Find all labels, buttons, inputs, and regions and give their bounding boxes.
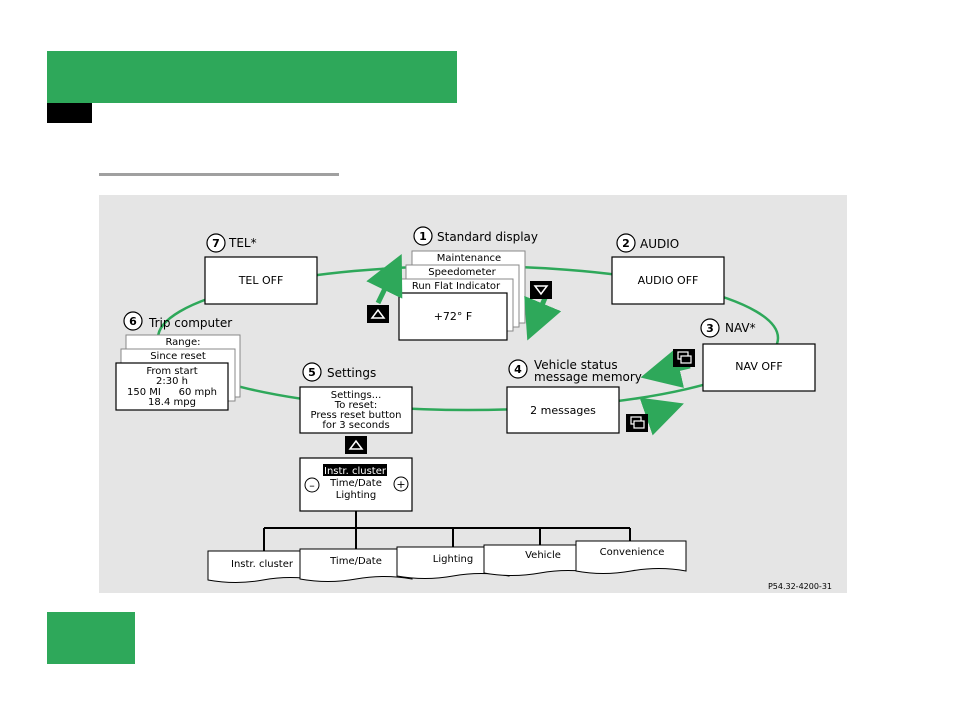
trip-label: Trip computer <box>148 316 232 330</box>
vehicle-screen-text: 2 messages <box>530 404 596 417</box>
tab-label: Lighting <box>433 554 473 565</box>
badge-text: 6 <box>129 315 137 328</box>
tab-label: Time/Date <box>329 556 382 567</box>
settings-line: for 3 seconds <box>322 420 389 431</box>
section-tab <box>47 103 92 123</box>
page-title: Run Flat Indicator <box>412 281 501 292</box>
settings-label: Settings <box>327 366 376 380</box>
badge-text: 4 <box>514 363 522 376</box>
tab-doc <box>575 540 687 574</box>
standard-label: Standard display <box>437 230 538 244</box>
submenu-item: Lighting <box>336 490 376 501</box>
trip-line: 150 MI <box>127 387 161 398</box>
header-bar <box>47 51 457 103</box>
minus-icon <box>304 477 320 493</box>
page-title: Range: <box>165 337 200 348</box>
minus-text: – <box>309 479 315 492</box>
vehicle-label-1: Vehicle status <box>534 358 618 372</box>
up-button-icon <box>367 305 389 323</box>
trip-line: 18.4 mpg <box>148 397 196 408</box>
vehicle-screen <box>506 386 620 434</box>
settings-screen <box>299 386 413 434</box>
page-title: Speedometer <box>428 267 496 278</box>
heading-rule <box>99 173 339 176</box>
settings-line: Settings... <box>331 390 382 401</box>
arrow-up <box>366 253 403 305</box>
audio-group: 2 AUDIO AUDIO OFF <box>611 233 725 305</box>
tel-screen <box>204 256 318 305</box>
number-badge <box>123 311 143 331</box>
trip-group: 6 Trip computer Range: Since reset From … <box>115 311 241 411</box>
tel-screen-text: TEL OFF <box>238 274 284 287</box>
standard-group: 1 Standard display Maintenance Speedomet… <box>366 226 562 341</box>
page-number-block <box>47 612 135 664</box>
number-badge <box>616 233 636 253</box>
arrow-left <box>640 348 691 388</box>
number-badge <box>508 359 528 379</box>
settings-submenu: Instr. cluster Time/Date Lighting – + <box>299 457 413 512</box>
settings-line: Press reset button <box>311 410 402 421</box>
page-title: Maintenance <box>437 253 501 264</box>
trip-line: 60 mph <box>179 387 217 398</box>
standard-screen <box>398 292 508 341</box>
tel-label: TEL* <box>228 236 257 250</box>
submenu-highlight <box>323 464 387 476</box>
badge-text: 7 <box>212 237 220 250</box>
settings-group: 5 Settings Settings... To reset: Press r… <box>299 362 413 454</box>
audio-label: AUDIO <box>640 237 679 251</box>
vehicle-group: 4 Vehicle status message memory 2 messag… <box>506 358 684 436</box>
up-button-icon <box>345 436 367 454</box>
audio-screen-text: AUDIO OFF <box>638 274 699 287</box>
plus-text: + <box>396 478 405 491</box>
nav-label: NAV* <box>725 321 756 335</box>
badge-text: 5 <box>308 366 316 379</box>
number-badge <box>206 233 226 253</box>
arrow-down <box>524 295 562 341</box>
tab-doc <box>299 548 413 582</box>
trip-screen <box>115 362 229 411</box>
trip-line: 2:30 h <box>156 376 188 387</box>
badge-text: 3 <box>706 322 714 335</box>
page-title: Since reset <box>150 351 206 362</box>
tel-group: 7 TEL* TEL OFF <box>204 233 318 305</box>
nav-screen <box>702 343 816 392</box>
standard-screen-text: +72° F <box>434 310 473 323</box>
number-badge <box>700 318 720 338</box>
tab-label: Instr. cluster <box>231 559 294 570</box>
number-badge <box>302 362 322 382</box>
vehicle-label-2: message memory <box>534 370 642 384</box>
tab-label: Vehicle <box>525 550 561 561</box>
plus-icon <box>393 476 409 492</box>
nav-screen-text: NAV OFF <box>735 360 782 373</box>
submenu-item: Time/Date <box>329 478 382 489</box>
trip-line: From start <box>146 366 197 377</box>
nav-group: 3 NAV* NAV OFF <box>640 318 816 392</box>
tree-connectors <box>263 511 631 551</box>
audio-screen <box>611 256 725 305</box>
tab-label: Convenience <box>600 547 665 558</box>
badge-text: 2 <box>622 237 630 250</box>
settings-line: To reset: <box>334 400 377 411</box>
down-button-icon <box>530 281 552 299</box>
number-badge <box>413 226 433 246</box>
submenu-item: Instr. cluster <box>324 466 387 477</box>
badge-text: 1 <box>419 230 427 243</box>
settings-tabs: Instr. cluster Time/Date Lighting Vehicl… <box>207 540 687 583</box>
figure-id: P54.32-4200-31 <box>768 582 832 591</box>
